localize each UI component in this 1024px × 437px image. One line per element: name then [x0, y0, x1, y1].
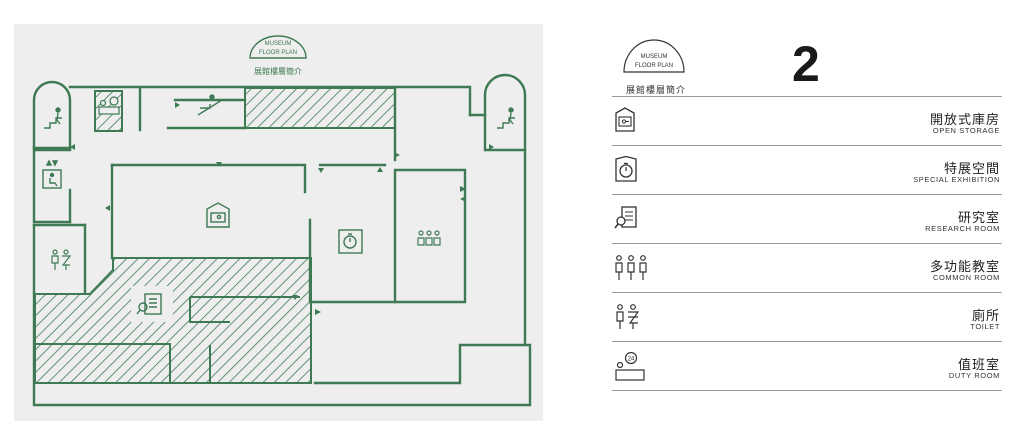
research-room-map-icon: [136, 293, 162, 315]
legend-subtitle: 展館樓層簡介: [626, 85, 687, 95]
elevator-icon: [42, 159, 62, 189]
common-room-icon: [615, 255, 647, 280]
legend-item-zh: 特展空間: [943, 161, 1000, 176]
legend-item-en: OPEN STORAGE: [932, 126, 1000, 135]
escalator-icon: [197, 94, 223, 116]
legend-item-zh: 多功能教室: [929, 259, 1000, 274]
legend-item-common-room: 多功能教室 COMMON ROOM: [612, 243, 1002, 292]
legend-item-toilet: 廁所 TOILET: [612, 292, 1002, 341]
duty-badge-number: 24: [628, 357, 635, 363]
legend-badge-line2: FLOOR PLAN: [635, 63, 673, 69]
stairs-icon-right: [497, 107, 515, 129]
legend-item-en: DUTY ROOM: [948, 371, 1000, 380]
legend-item-en: RESEARCH ROOM: [925, 224, 1000, 233]
legend-item-en: SPECIAL EXHIBITION: [913, 175, 1000, 184]
open-storage-map-icon: [206, 202, 230, 228]
legend-item-en: TOILET: [970, 322, 1000, 331]
stairs-icon-left: [44, 107, 62, 129]
legend-item-en: COMMON ROOM: [932, 273, 1000, 282]
special-exhibition-icon: [615, 156, 637, 182]
map-badge-line2: FLOOR PLAN: [259, 50, 297, 56]
toilet-map-icon: [51, 249, 72, 270]
legend-item-duty-room: 24 值班室 DUTY ROOM: [612, 341, 1002, 391]
floor-number: 2: [792, 36, 820, 92]
legend-item-research-room: 研究室 RESEARCH ROOM: [612, 194, 1002, 243]
research-icon-backdrop: [131, 286, 173, 322]
open-storage-icon: [615, 107, 635, 132]
walls: [32, 73, 532, 407]
legend-item-zh: 值班室: [957, 357, 1000, 372]
research-room-icon: [614, 206, 637, 229]
duty-room-map-icon: [98, 96, 120, 115]
direction-arrows: [70, 102, 494, 315]
floor-plan-map: MUSEUM FLOOR PLAN 展館樓層簡介: [14, 24, 543, 421]
legend-badge-icon: MUSEUM FLOOR PLAN: [623, 39, 685, 73]
hatched-inner-walls: [35, 296, 300, 383]
legend-item-special-exhibition: 特展空間 SPECIAL EXHIBITION: [612, 145, 1002, 194]
map-badge-line1: MUSEUM: [265, 41, 292, 47]
legend-item-zh: 開放式庫房: [929, 112, 1000, 127]
map-subtitle: 展館樓層簡介: [254, 66, 302, 76]
common-room-map-icon: [417, 230, 441, 246]
legend-item-zh: 研究室: [957, 210, 1000, 225]
special-exhibition-map-icon: [338, 229, 363, 254]
map-badge: MUSEUM FLOOR PLAN: [249, 35, 307, 59]
legend-item-zh: 廁所: [971, 308, 1000, 323]
legend-item-open-storage: 開放式庫房 OPEN STORAGE: [612, 96, 1002, 145]
legend-header: MUSEUM FLOOR PLAN 展館樓層簡介 2: [612, 36, 1002, 96]
duty-room-icon: 24: [615, 352, 645, 381]
toilet-icon: [616, 304, 640, 329]
legend-badge-line1: MUSEUM: [641, 54, 668, 60]
legend-panel: MUSEUM FLOOR PLAN 展館樓層簡介 2 開放式庫房 OPEN ST…: [612, 36, 1002, 391]
